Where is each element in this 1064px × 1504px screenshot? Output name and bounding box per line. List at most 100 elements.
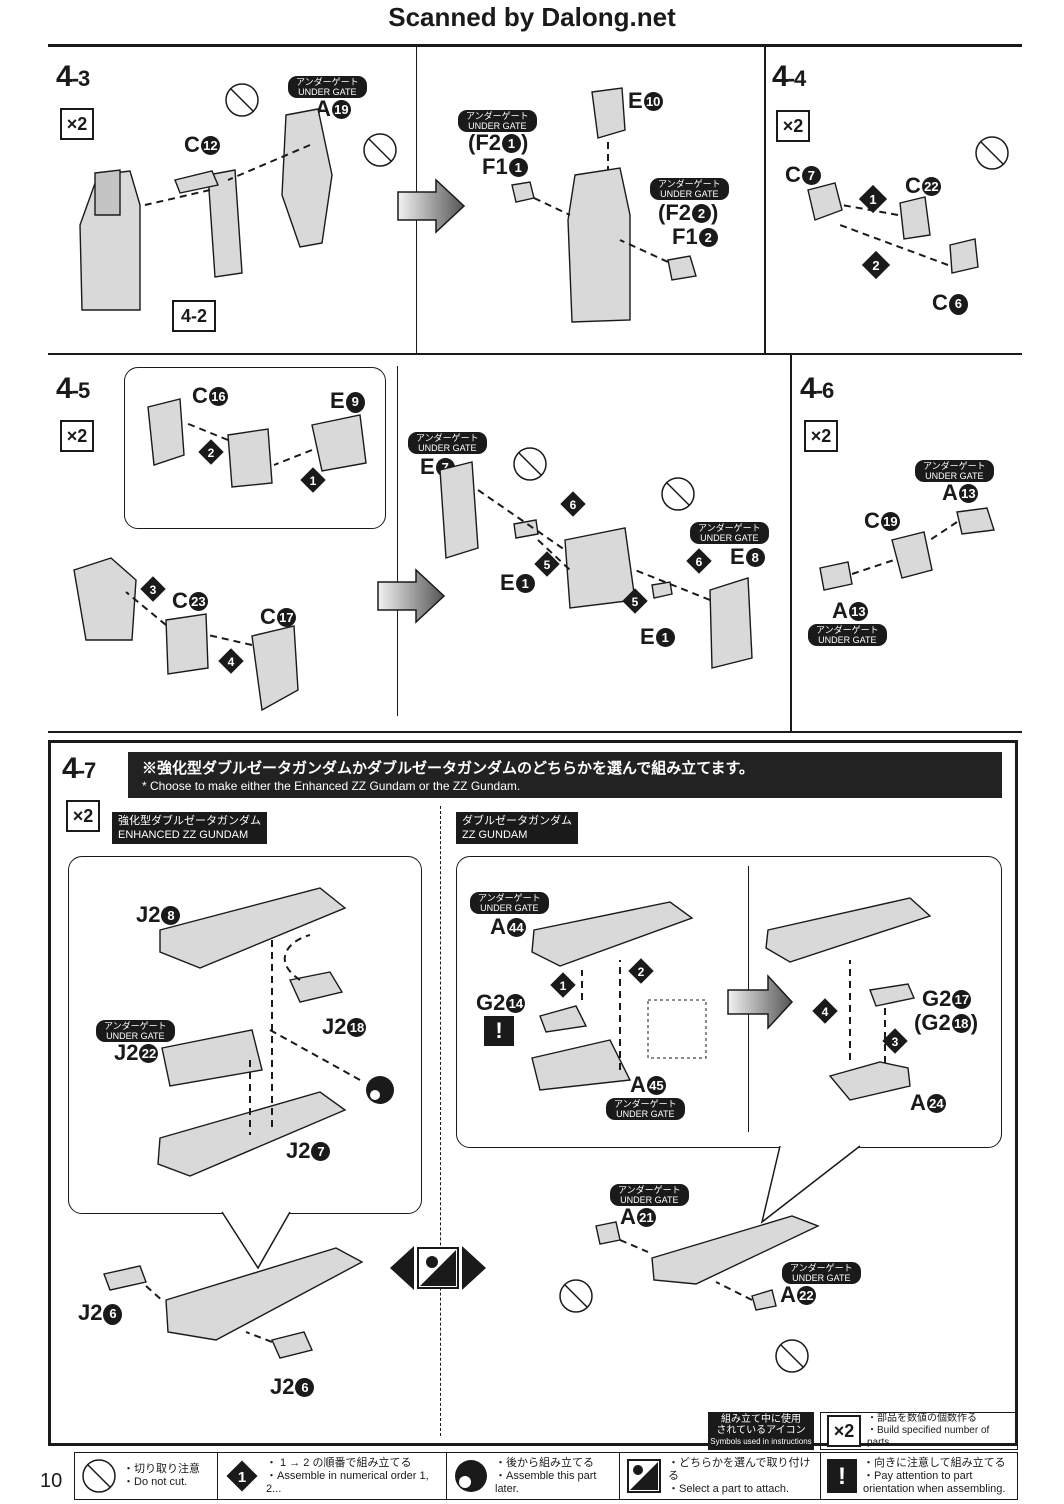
row-rule-1: [48, 353, 1022, 355]
choice-note-en: * Choose to make either the Enhanced ZZ …: [142, 779, 521, 793]
variant-divider: [440, 806, 441, 1436]
quantity-icon: ×2: [827, 1415, 861, 1447]
callout-pointer: [221, 1211, 291, 1270]
numbered-order-icon: 1: [226, 1460, 258, 1492]
scan-credit: Scanned by Dalong.net: [388, 2, 676, 32]
svg-text:3: 3: [150, 583, 157, 597]
next-arrow: [377, 568, 446, 624]
legend-bar: ・切り取り注意・Do not cut. 1 ・ 1 → 2 の順番で組み立てる・…: [74, 1452, 1018, 1500]
attention-icon: !: [484, 1016, 514, 1046]
enhanced-assembly-diagram: [103, 1247, 364, 1359]
step-title-4-3: 4-3: [56, 60, 90, 93]
select-part-icon: [627, 1459, 661, 1493]
divider-v-2: [764, 47, 766, 353]
svg-text:5: 5: [632, 595, 639, 609]
top-rule: [48, 44, 1022, 47]
step-4-3-diagram-left: [79, 83, 397, 311]
divider-v-4: [790, 355, 792, 731]
next-arrow: [397, 178, 466, 234]
svg-text:2: 2: [872, 258, 879, 273]
svg-text:1: 1: [238, 1469, 246, 1486]
svg-text:6: 6: [570, 498, 577, 512]
zz-assembly-diagram: [559, 1215, 820, 1373]
quantity-badge: ×2: [60, 420, 94, 452]
svg-text:5: 5: [544, 558, 551, 572]
svg-text:1: 1: [310, 474, 317, 488]
enhanced-callout-diagram: [157, 887, 394, 1177]
step-4-3-diagram-right: [511, 87, 697, 323]
step-title-4-6: 4-6: [800, 372, 834, 405]
svg-text:6: 6: [696, 555, 703, 569]
legend-numbered-order: 1 ・ 1 → 2 の順番で組み立てる・Assemble in numerica…: [217, 1453, 446, 1499]
legend-attention: ! ・向きに注意して組み立てる・Pay attention to part or…: [820, 1453, 1017, 1499]
qty-legend: ×2 ・部品を数値の個数作る・Build specified number of…: [820, 1412, 1018, 1450]
quantity-badge: ×2: [776, 110, 810, 142]
step-4-5-diagram-left: 3 4: [73, 557, 299, 712]
svg-text:1: 1: [560, 979, 567, 993]
zz-callout-diagram: 1 2 4 3: [531, 897, 932, 1101]
svg-text:1: 1: [869, 192, 876, 207]
svg-text:2: 2: [208, 446, 215, 460]
callout-pointer: [760, 1145, 861, 1224]
page-number: 10: [40, 1470, 63, 1492]
quantity-badge: ×2: [60, 108, 94, 140]
step-4-7-frame: [48, 740, 1018, 1446]
step-title-4-4: 4-4: [772, 60, 806, 93]
legend-assemble-later: ・後から組み立てる・Assemble this part later.: [446, 1453, 619, 1499]
attention-icon: !: [827, 1459, 857, 1493]
divider-v-3: [397, 366, 398, 716]
svg-text:2: 2: [638, 965, 645, 979]
svg-text:4: 4: [228, 655, 235, 669]
assemble-later-icon: [455, 1460, 487, 1492]
reference-box-4-2: 4-2: [172, 300, 216, 332]
step-title-4-5: 4-5: [56, 372, 90, 405]
step-4-6-diagram: [819, 507, 995, 591]
cut-caution-icon: [82, 1459, 116, 1493]
svg-text:3: 3: [892, 1035, 899, 1049]
quantity-badge: ×2: [804, 420, 838, 452]
row-rule-2: [48, 731, 1022, 733]
svg-text:4: 4: [822, 1005, 829, 1019]
